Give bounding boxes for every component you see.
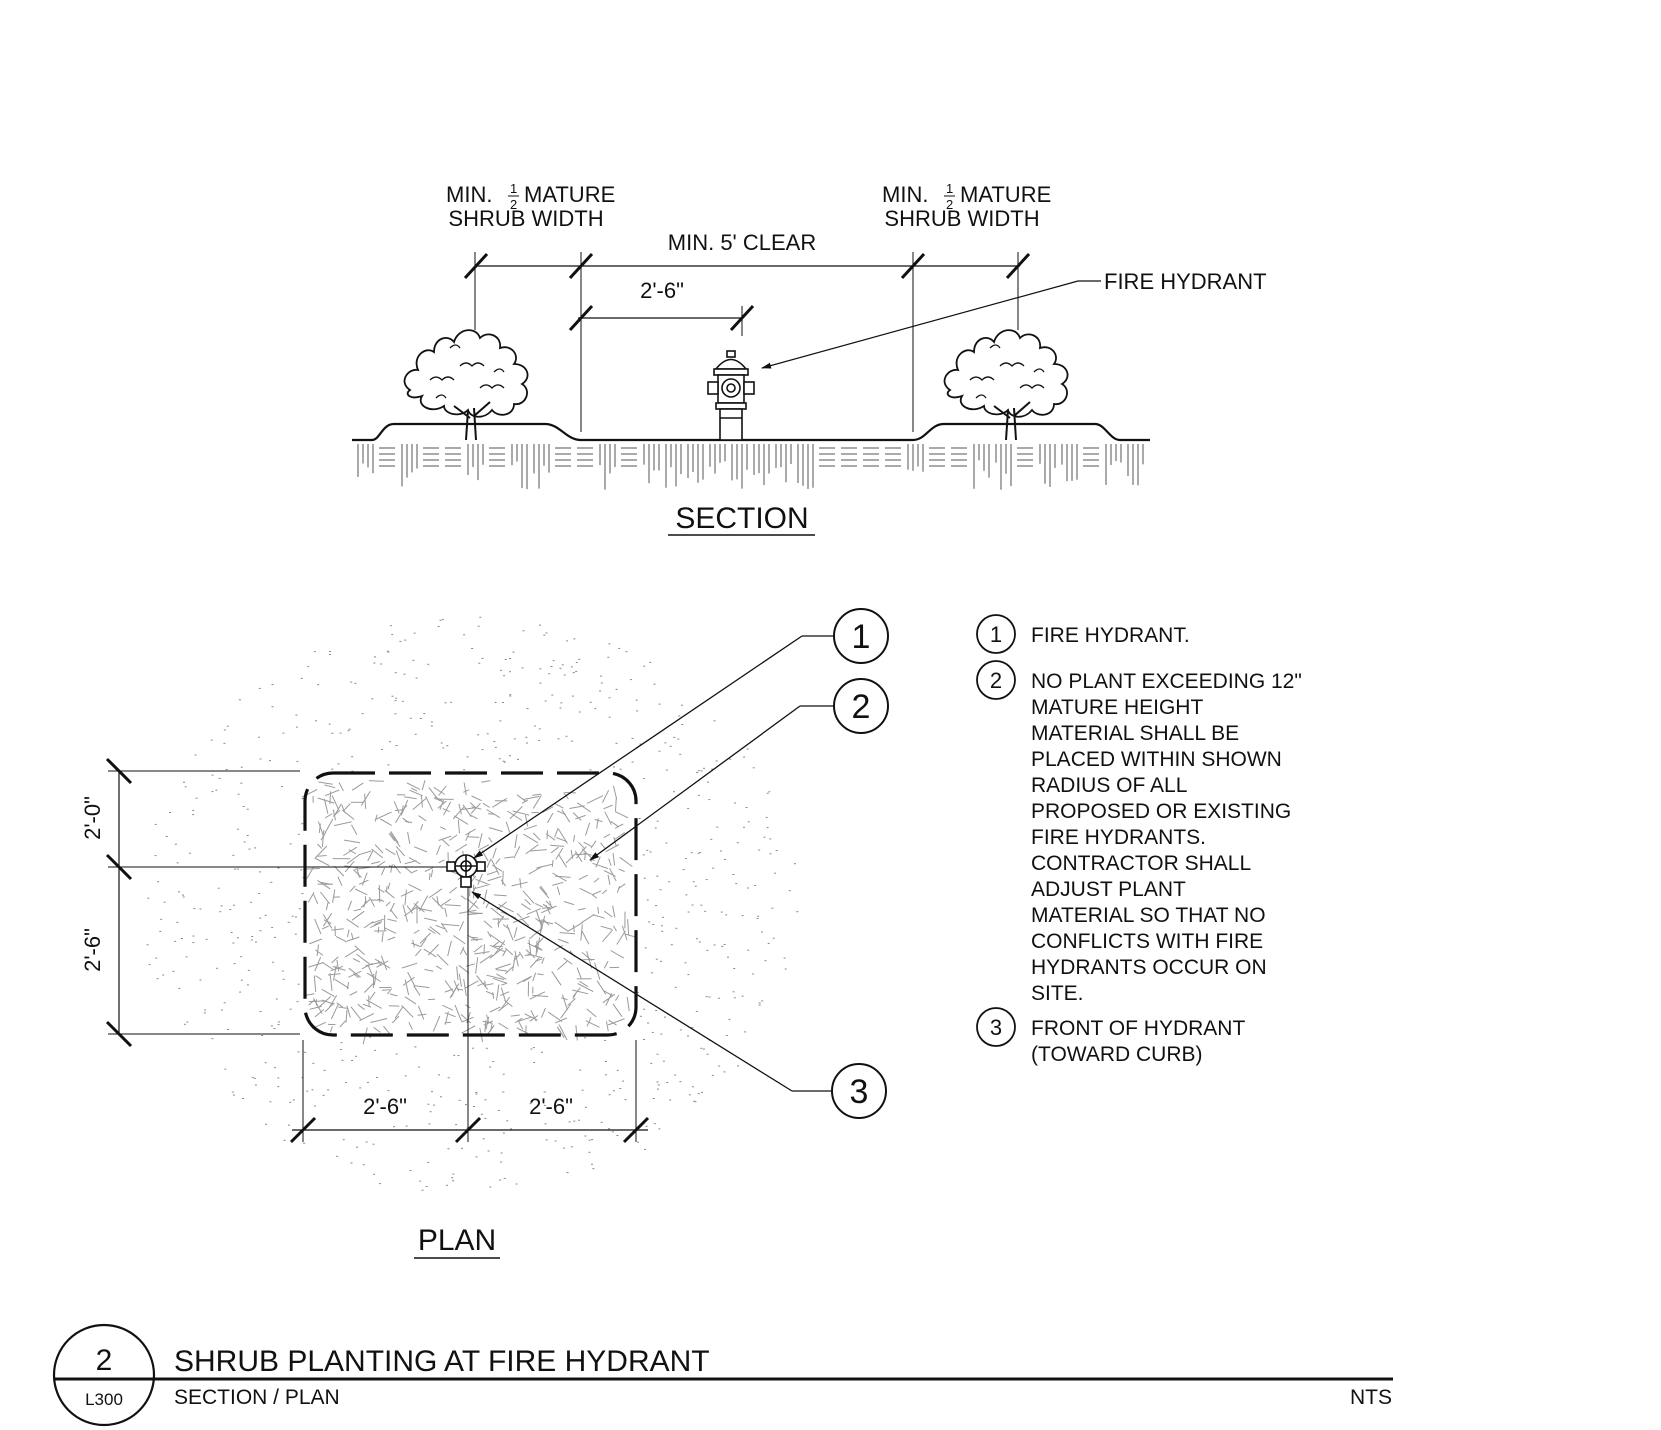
soil-hatch [357,444,1144,490]
plan-view: 2'-0" 2'-6" 2'-6" 2'-6" 1 [80,608,889,1259]
scale-label: NTS [1350,1386,1392,1409]
clear-zone-boundary [303,771,638,1037]
section-dimension-lines [463,252,1101,432]
section-title: SECTION [675,502,808,535]
fire-hydrant-label: FIRE HYDRANT [1104,269,1267,294]
section-view: MIN. 1 2 MATURE SHRUB WIDTH MIN. 1 2 MAT… [352,181,1267,536]
plan-stipple-texture [146,616,799,1191]
fire-hydrant-plan-symbol [446,854,486,888]
note-2-line-5: RADIUS OF ALL [1031,774,1187,797]
plan-dim-left-horizontal: 2'-6" [363,1094,407,1119]
right-dim-label-shrub-width: SHRUB WIDTH [884,206,1039,231]
note-2-line-10: MATERIAL SO THAT NO [1031,904,1266,927]
note-2-line-3: MATERIAL SHALL BE [1031,722,1239,745]
clear-width-label: MIN. 5' CLEAR [668,230,816,255]
callout-leaders [471,635,834,1092]
note-3: 3 FRONT OF HYDRANT (TOWARD CURB) [976,1007,1245,1066]
left-shrub-width-label: MIN. 1 2 MATURE SHRUB WIDTH [446,181,615,231]
note-3-line-2: (TOWARD CURB) [1031,1043,1203,1066]
right-dim-frac-den: 2 [946,197,953,212]
ground-section [352,422,1150,490]
left-dim-label-min: MIN. [446,182,492,207]
detail-subtitle: SECTION / PLAN [174,1386,340,1409]
note-2-line-13: SITE. [1031,982,1084,1005]
note-2-line-2: MATURE HEIGHT [1031,696,1203,719]
right-dim-frac-num: 1 [946,181,953,196]
callout-1-number: 1 [852,618,871,656]
plan-dim-right-horizontal: 2'-6" [529,1094,573,1119]
hydrant-offset-label: 2'-6" [640,278,684,303]
right-dim-label-mature: MATURE [960,182,1051,207]
note-2-number: 2 [990,668,1002,693]
note-2-line-8: CONTRACTOR SHALL [1031,852,1251,875]
plan-mulch-texture [301,780,635,1045]
note-1-line-1: FIRE HYDRANT. [1031,624,1190,647]
plan-dimension-lines [105,757,650,1144]
detail-title: SHRUB PLANTING AT FIRE HYDRANT [174,1345,710,1378]
callout-3-number: 3 [850,1073,869,1111]
note-2-line-12: HYDRANTS OCCUR ON [1031,956,1267,979]
right-shrub [943,329,1069,441]
plan-dim-top-vertical: 2'-0" [80,796,105,840]
notes-list: 1 FIRE HYDRANT. 2 NO PLANT EXCEEDING 12"… [976,614,1302,1066]
note-3-number: 3 [990,1015,1002,1040]
note-1: 1 FIRE HYDRANT. [976,614,1190,654]
title-block: 2 L300 SHRUB PLANTING AT FIRE HYDRANT SE… [52,1323,1393,1427]
note-2-line-4: PLACED WITHIN SHOWN [1031,748,1282,771]
left-dim-label-shrub-width: SHRUB WIDTH [448,206,603,231]
sheet-number: L300 [85,1390,123,1409]
callout-3: 3 [831,1063,887,1119]
left-dim-label-mature: MATURE [524,182,615,207]
left-dim-frac-den: 2 [510,197,517,212]
detail-number: 2 [96,1344,113,1377]
left-shrub [403,329,529,441]
note-2: 2 NO PLANT EXCEEDING 12" MATURE HEIGHT M… [976,660,1302,1005]
note-2-line-9: ADJUST PLANT [1031,878,1186,901]
plan-title: PLAN [418,1224,496,1257]
note-2-line-7: FIRE HYDRANTS. [1031,826,1206,849]
note-2-line-6: PROPOSED OR EXISTING [1031,800,1291,823]
right-dim-label-min: MIN. [882,182,928,207]
callout-2: 2 [833,678,889,734]
callout-1: 1 [833,608,889,664]
fire-hydrant-elevation [707,350,755,441]
plan-dim-bottom-vertical: 2'-6" [80,928,105,972]
right-shrub-width-label: MIN. 1 2 MATURE SHRUB WIDTH [882,181,1051,231]
note-1-number: 1 [990,622,1002,647]
note-3-line-1: FRONT OF HYDRANT [1031,1017,1245,1040]
note-2-line-1: NO PLANT EXCEEDING 12" [1031,670,1302,693]
left-dim-frac-num: 1 [510,181,517,196]
note-2-line-11: CONFLICTS WITH FIRE [1031,930,1263,953]
callout-2-number: 2 [852,688,871,726]
